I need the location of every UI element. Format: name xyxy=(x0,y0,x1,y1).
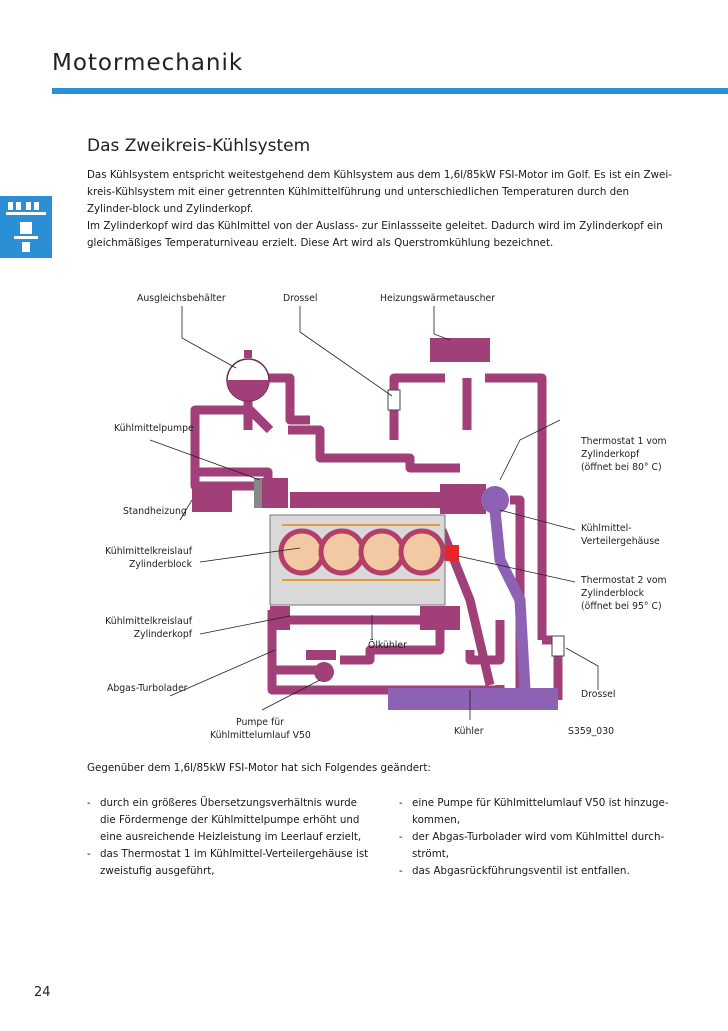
label-verteilergehaeuse: Kühlmittel- Verteilergehäuse xyxy=(581,522,660,548)
label-thermostat-2-line3: (öffnet bei 95° C) xyxy=(581,601,662,612)
label-kreislauf-block-line1: Kühlmittelkreislauf xyxy=(105,546,192,557)
cooling-system-diagram: Ausgleichsbehälter Drossel Heizungswärme… xyxy=(0,282,728,752)
changes-list-right: eine Pumpe für Kühlmittelumlauf V50 ist … xyxy=(399,795,689,880)
label-thermostat-2-line1: Thermostat 2 vom xyxy=(581,575,667,586)
aux-heater xyxy=(192,482,232,512)
list-item-line: zweistufig ausgeführt, xyxy=(100,865,215,877)
page-number: 24 xyxy=(34,985,51,1000)
label-pumpe-v50-line2: Kühlmittelumlauf V50 xyxy=(210,730,311,741)
label-verteiler-line2: Verteilergehäuse xyxy=(581,536,660,547)
coolant-pipe xyxy=(288,425,460,473)
label-standheizung: Standheizung xyxy=(123,506,187,517)
throttle-valve-right xyxy=(551,635,565,657)
label-abgas-turbolader: Abgas-Turbolader xyxy=(107,683,188,694)
label-pumpe-v50-line1: Pumpe für xyxy=(236,717,284,728)
label-thermostat-1-line3: (öffnet bei 80° C) xyxy=(581,462,662,473)
label-thermostat-1-line1: Thermostat 1 vom xyxy=(581,436,667,447)
list-item: das Thermostat 1 im Kühlmittel-Verteiler… xyxy=(87,846,377,880)
list-item-line: das Abgasrückführungsventil ist entfalle… xyxy=(412,865,630,877)
label-drossel-right: Drossel xyxy=(581,689,616,700)
section-title: Motormechanik xyxy=(52,50,244,76)
changes-list-left: durch ein größeres Übersetzungsverhältni… xyxy=(87,795,377,880)
section-subtitle: Das Zweikreis-Kühlsystem xyxy=(87,136,311,156)
coolant-pipe xyxy=(268,373,303,425)
list-item: der Abgas-Turbolader wird vom Kühlmittel… xyxy=(399,829,689,863)
list-item: eine Pumpe für Kühlmittelumlauf V50 ist … xyxy=(399,795,689,829)
list-item-line: das Thermostat 1 im Kühlmittel-Verteiler… xyxy=(100,848,369,860)
list-item-line: strömt, xyxy=(412,848,450,860)
list-item-line: der Abgas-Turbolader wird vom Kühlmittel… xyxy=(412,831,665,843)
radiator-return-pipe xyxy=(489,509,531,691)
label-kreislauf-kopf-line1: Kühlmittelkreislauf xyxy=(105,616,192,627)
expansion-tank xyxy=(226,350,270,402)
list-item: das Abgasrückführungsventil ist entfalle… xyxy=(399,863,689,880)
coolant-pipe xyxy=(267,670,505,695)
coolant-pipe xyxy=(290,615,445,665)
label-heizungswaermetauscher: Heizungswärmetauscher xyxy=(380,293,496,304)
intro-paragraph-1: Das Kühlsystem entspricht weitestgehend … xyxy=(87,169,672,215)
radiator xyxy=(388,688,558,710)
cylinder-head-bar xyxy=(290,492,440,508)
list-item-line: durch ein größeres Übersetzungsverhältni… xyxy=(100,797,358,809)
label-thermostat-2-line2: Zylinderblock xyxy=(581,588,645,599)
coolant-pipe xyxy=(485,373,547,640)
list-item-line: kommen, xyxy=(412,814,461,826)
distributor-housing xyxy=(440,484,486,514)
throttle-valve-top xyxy=(387,389,401,411)
thermostat-2 xyxy=(445,545,459,561)
list-item-line: die Fördermenge der Kühlmittelpumpe erhö… xyxy=(100,814,360,826)
list-item-line: eine ausreichende Heizleistung im Leerla… xyxy=(100,831,362,843)
engine-mechanics-icon xyxy=(0,196,52,258)
label-drossel-top: Drossel xyxy=(283,293,318,304)
label-pumpe-v50: Pumpe für Kühlmittelumlauf V50 xyxy=(210,716,311,742)
heater-core xyxy=(430,338,490,362)
label-kuehler: Kühler xyxy=(454,726,484,737)
label-thermostat-2: Thermostat 2 vom Zylinderblock (öffnet b… xyxy=(581,574,667,613)
intro-text: Das Kühlsystem entspricht weitestgehend … xyxy=(87,167,677,252)
coolant-pipe xyxy=(389,373,445,440)
intro-paragraph-2: Im Zylinderkopf wird das Kühlmittel von … xyxy=(87,220,663,249)
label-kreislauf-block-line2: Zylinderblock xyxy=(128,559,192,570)
list-item-line: eine Pumpe für Kühlmittelumlauf V50 ist … xyxy=(412,797,669,809)
label-thermostat-1-line2: Zylinderkopf xyxy=(581,449,640,460)
changes-intro: Gegenüber dem 1,6l/85kW FSI-Motor hat si… xyxy=(87,762,431,774)
label-ausgleichsbehaelter: Ausgleichsbehälter xyxy=(137,293,226,304)
figure-code: S359_030 xyxy=(568,726,615,737)
label-oelkuehler: Ölkühler xyxy=(368,640,407,651)
label-kuehlmittelpumpe: Kühlmittelpumpe xyxy=(114,423,194,434)
title-rule xyxy=(52,88,728,94)
label-kreislauf-block: Kühlmittelkreislauf Zylinderblock xyxy=(104,545,192,571)
coolant-pump xyxy=(262,478,288,508)
label-thermostat-1: Thermostat 1 vom Zylinderkopf (öffnet be… xyxy=(581,435,667,474)
label-kreislauf-kopf-line2: Zylinderkopf xyxy=(133,629,192,640)
list-item: durch ein größeres Übersetzungsverhältni… xyxy=(87,795,377,846)
label-verteiler-line1: Kühlmittel- xyxy=(581,523,632,534)
cylinders xyxy=(278,528,446,576)
oil-cooler xyxy=(420,606,460,630)
label-kreislauf-kopf: Kühlmittelkreislauf Zylinderkopf xyxy=(104,615,192,641)
v50-pump xyxy=(314,662,334,682)
